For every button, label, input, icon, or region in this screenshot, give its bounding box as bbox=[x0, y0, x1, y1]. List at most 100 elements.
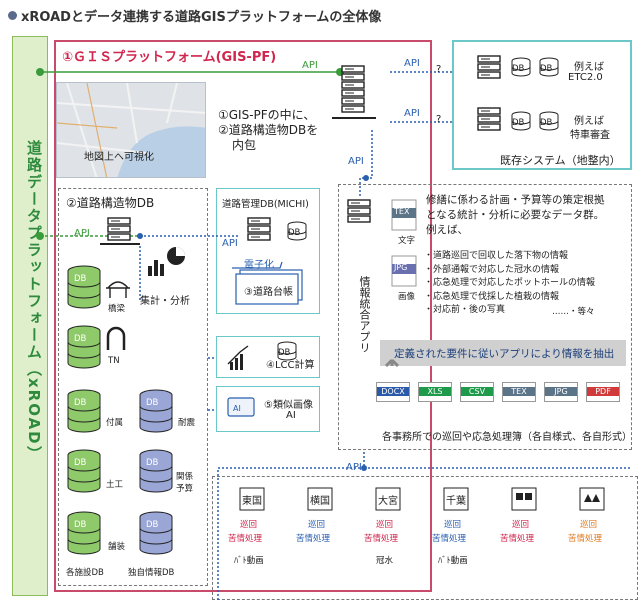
api-label: API bbox=[346, 462, 362, 473]
gis-platform-box bbox=[54, 40, 432, 592]
api-label: API bbox=[404, 108, 420, 119]
module-link bbox=[208, 357, 216, 411]
complaint-label: 苦情処理 bbox=[568, 534, 603, 544]
office-name: 千葉 bbox=[446, 496, 466, 507]
api-label: API bbox=[404, 58, 420, 69]
earthwork-label: 土工 bbox=[106, 480, 124, 490]
ai-label-line2: AI bbox=[286, 410, 296, 421]
link-node bbox=[36, 232, 44, 240]
seismic-label: 耐震 bbox=[178, 418, 196, 428]
ai-image-icon: AI bbox=[227, 397, 255, 417]
tokusha-example-line1: 例えば bbox=[574, 116, 604, 127]
list-item: ・対応前・後の写真 bbox=[424, 305, 506, 315]
jpg-file-label: JPG bbox=[394, 263, 408, 272]
db-label: DB bbox=[74, 520, 87, 530]
question-mark: ? bbox=[436, 64, 442, 75]
extract-banner-text: 定義された要件に従いアプリにより情報を抽出 bbox=[394, 348, 615, 360]
office-ledger-caption: 各事務所での巡回や応急処理簿（各自様式、各自形式） bbox=[382, 432, 632, 443]
app-desc-line1: 修繕に係わる計画・予算等の策定根拠 bbox=[426, 194, 605, 206]
attached-label: 付属 bbox=[106, 418, 124, 428]
question-mark: ? bbox=[436, 114, 442, 125]
existing-systems-box bbox=[452, 40, 632, 170]
db-label: DB bbox=[74, 398, 87, 408]
db-label: DB bbox=[278, 348, 291, 358]
integration-app-label: 情報統合アプリ bbox=[358, 276, 371, 353]
gis-note-line1: ①GIS-PFの中に、 bbox=[218, 108, 316, 122]
office-bottom-label: 冠水 bbox=[376, 556, 394, 566]
road-db-server-icon bbox=[107, 217, 131, 241]
office-card: 大宮 巡回 苦情処理 冠水 bbox=[358, 484, 418, 594]
api-label: API bbox=[74, 228, 90, 239]
list-item: ・応急処理で対応したポットホールの情報 bbox=[424, 278, 596, 288]
app-data-list: ・道路巡回で回収した落下物の情報 ・外部通報で対応した冠水の情報 ・応急処理で対… bbox=[424, 250, 595, 318]
gis-note-line2: ②道路構造物DBを bbox=[218, 123, 319, 137]
office-server-icon bbox=[307, 487, 333, 511]
patrol-label: 巡回 bbox=[308, 520, 326, 530]
budget-db-icon bbox=[139, 449, 173, 493]
pavement-db-icon bbox=[67, 511, 101, 555]
jpg-format-icon: JPG bbox=[544, 382, 578, 402]
tex-file-label: TEX bbox=[394, 207, 410, 216]
analysis-chart-icon bbox=[148, 247, 185, 276]
road-structure-db-box bbox=[58, 188, 208, 586]
link-node bbox=[363, 175, 369, 181]
office-bottom-label: ﾊﾞﾄ動画 bbox=[438, 556, 468, 566]
office-server-icon bbox=[579, 487, 605, 511]
app-server-icon bbox=[347, 199, 371, 223]
earthwork-db-icon bbox=[67, 449, 101, 493]
complaint-label: 苦情処理 bbox=[228, 534, 263, 544]
office-card: 千葉 巡回 苦情処理 ﾊﾞﾄ動画 bbox=[426, 484, 486, 594]
xls-file-icon: XLS bbox=[418, 382, 452, 402]
bridge-label: 橋梁 bbox=[108, 304, 126, 314]
jpg-format-label: JPG bbox=[545, 387, 577, 396]
road-structure-db-title: ②道路構造物DB bbox=[66, 196, 155, 210]
pdf-file-icon: PDF bbox=[586, 382, 620, 402]
api-label: API bbox=[222, 238, 238, 249]
db-label: DB bbox=[512, 64, 525, 74]
lcc-box bbox=[216, 336, 320, 378]
office-name: 横国 bbox=[310, 496, 330, 507]
api-label: API bbox=[348, 156, 364, 167]
map-illustration bbox=[57, 83, 205, 177]
gis-server-icon bbox=[341, 89, 365, 113]
office-card: 東国 巡回 苦情処理 ﾊﾞﾄ動画 bbox=[222, 484, 282, 594]
tokusha-server-icon bbox=[477, 107, 501, 131]
tunnel-db-icon bbox=[67, 325, 101, 369]
docx-label: DOCX bbox=[377, 387, 409, 396]
etc-server-icon bbox=[477, 55, 501, 79]
api-label: API bbox=[302, 60, 318, 71]
offices-link bbox=[217, 452, 632, 600]
gis-note-line3: 内包 bbox=[232, 138, 257, 152]
michi-title: 道路管理DB(MICHI) bbox=[222, 199, 309, 210]
etc-label: ……・等々 bbox=[552, 307, 595, 317]
list-item: ・道路巡回で回収した落下物の情報 bbox=[424, 251, 569, 261]
offices-row: 東国 巡回 苦情処理 ﾊﾞﾄ動画 横国 巡回 苦情処理 大宮 巡回 苦情処理 冠… bbox=[222, 484, 632, 596]
db-label: DB bbox=[512, 118, 525, 128]
gis-platform-title: ①ＧＩＳプラットフォーム(GIS-PF) bbox=[62, 50, 277, 65]
app-desc-line2: となる統計・分析に必要なデータ群。 bbox=[426, 209, 605, 221]
db-label: DB bbox=[74, 334, 87, 344]
seismic-db-icon bbox=[139, 389, 173, 433]
office-card: 巡回 苦情処理 bbox=[562, 484, 622, 594]
jpg-caption: 画像 bbox=[398, 292, 416, 302]
analysis-label: 集計・分析 bbox=[140, 296, 190, 307]
tex-format-label: TEX bbox=[503, 387, 535, 396]
app-description: 修繕に係わる計画・予算等の策定根拠 となる統計・分析に必要なデータ群。 例えば、 bbox=[426, 193, 626, 238]
jpg-file-icon bbox=[391, 255, 417, 287]
db-label: DB bbox=[74, 458, 87, 468]
budget-label-line2: 予算 bbox=[176, 484, 194, 494]
docx-file-icon: DOCX bbox=[376, 382, 410, 402]
own-info-db-icon bbox=[139, 511, 173, 555]
map-visualize-label: 地図上へ可視化 bbox=[84, 152, 154, 163]
own-db-label: 独自情報DB bbox=[128, 568, 175, 578]
budget-label-line1: 関係 bbox=[176, 472, 194, 482]
facility-db-label: 各施設DB bbox=[66, 568, 104, 578]
pavement-label: 舗装 bbox=[108, 542, 126, 552]
list-item: ・外部通報で対応した冠水の情報 bbox=[424, 264, 560, 275]
tex-caption: 文字 bbox=[398, 236, 416, 246]
db-label: DB bbox=[540, 64, 553, 74]
etc-example-line1: 例えば bbox=[574, 62, 604, 73]
svg-text:AI: AI bbox=[233, 404, 241, 413]
attached-db-icon bbox=[67, 389, 101, 433]
